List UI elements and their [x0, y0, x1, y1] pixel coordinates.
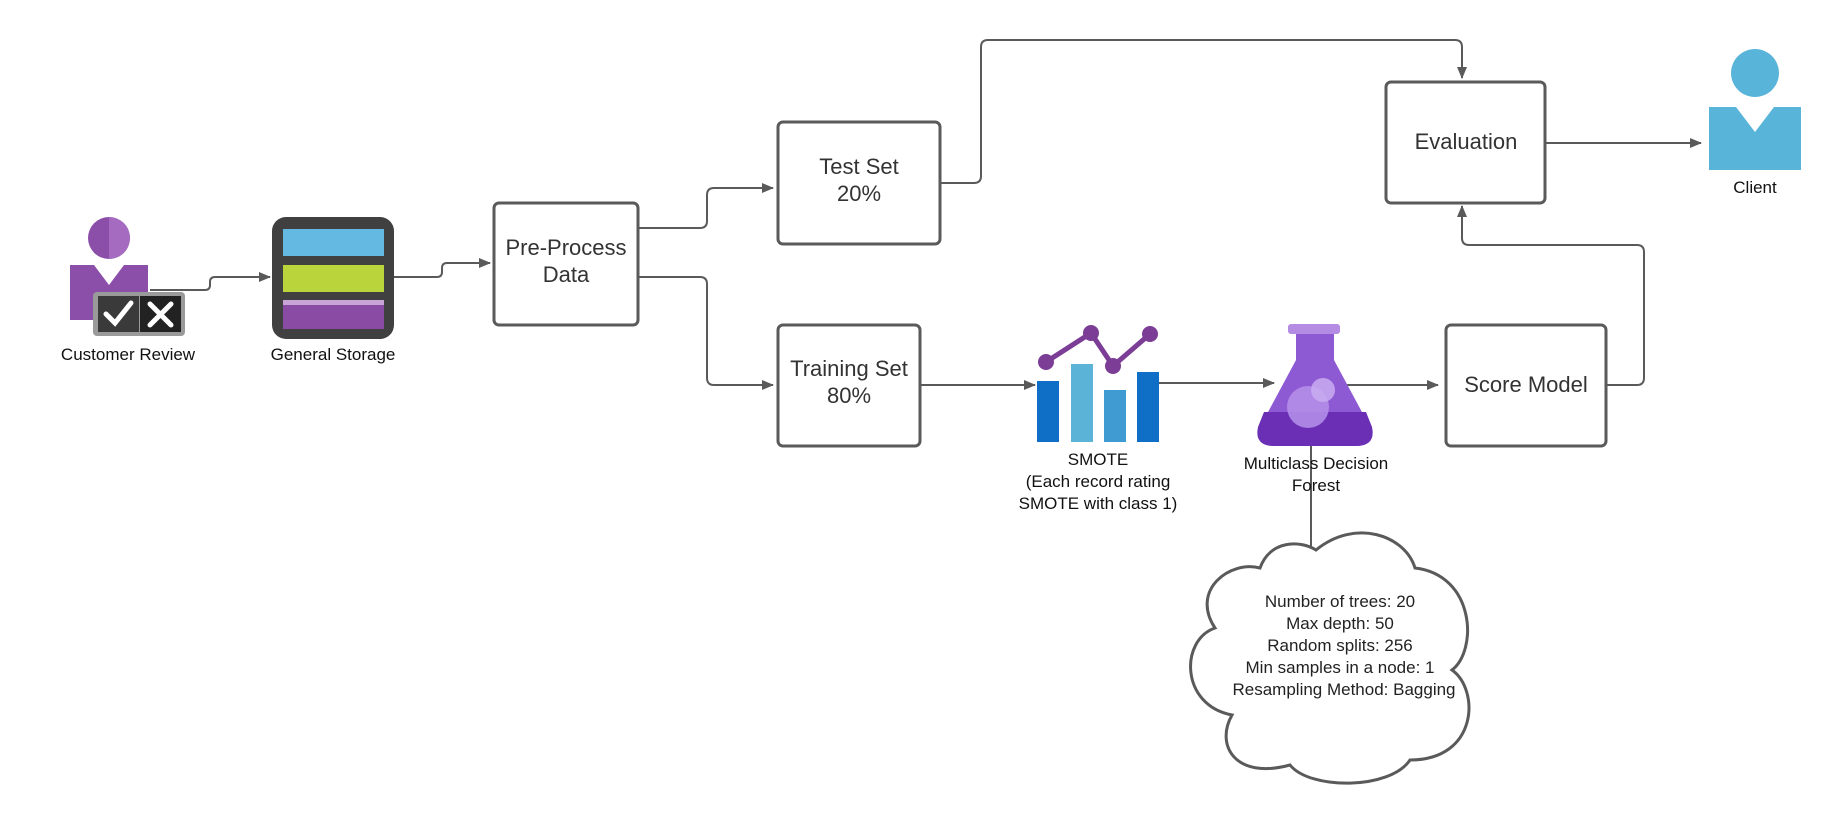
preprocess-label-line1: Pre-Process — [505, 235, 626, 260]
general-storage-node: General Storage — [271, 217, 396, 364]
cloud-shape — [1189, 531, 1471, 785]
edges — [150, 39, 1702, 548]
evaluation-box[interactable] — [1384, 80, 1547, 205]
training-set-box[interactable] — [776, 323, 922, 448]
score-model-label: Score Model — [1464, 372, 1588, 397]
evaluation-label: Evaluation — [1415, 129, 1518, 154]
training-set-label-line2: 80% — [827, 383, 871, 408]
test-set-label-line1: Test Set — [819, 154, 898, 179]
preprocess-box[interactable] — [492, 201, 640, 327]
edge-customer-to-storage — [150, 272, 271, 291]
client-label: Client — [1733, 178, 1777, 197]
param-depth: Max depth: 50 — [1286, 614, 1394, 633]
storage-icon — [272, 217, 394, 339]
param-trees: Number of trees: 20 — [1265, 592, 1415, 611]
smote-label-line2: (Each record rating — [1026, 472, 1171, 491]
param-splits: Random splits: 256 — [1267, 636, 1413, 655]
customer-review-node: Customer Review — [61, 217, 196, 364]
smote-node: SMOTE (Each record rating SMOTE with cla… — [1019, 325, 1178, 513]
preprocess-label-line2: Data — [543, 262, 590, 287]
edge-score-to-evaluation — [1457, 205, 1645, 386]
param-resampling: Resampling Method: Bagging — [1232, 680, 1455, 699]
customer-review-label: Customer Review — [61, 345, 196, 364]
param-min-samples: Min samples in a node: 1 — [1246, 658, 1435, 677]
training-set-label-line1: Training Set — [790, 356, 908, 381]
test-set-label-line2: 20% — [837, 181, 881, 206]
training-set-node[interactable]: Training Set 80% — [776, 323, 922, 448]
bar-line-chart-icon — [1037, 325, 1159, 442]
client-node: Client — [1709, 49, 1801, 197]
user-icon — [1709, 49, 1801, 170]
preprocess-node[interactable]: Pre-Process Data — [492, 201, 640, 327]
smote-label-line3: SMOTE with class 1) — [1019, 494, 1178, 513]
score-model-box[interactable] — [1444, 323, 1608, 448]
edge-preprocess-to-training — [638, 276, 774, 390]
score-model-node[interactable]: Score Model — [1444, 323, 1608, 448]
forest-node: Multiclass Decision Forest — [1244, 324, 1389, 495]
forest-label-line2: Forest — [1292, 476, 1340, 495]
evaluation-node[interactable]: Evaluation — [1384, 80, 1547, 205]
test-set-box[interactable] — [776, 120, 942, 246]
user-review-icon — [70, 217, 185, 336]
edge-storage-to-preprocess — [394, 258, 491, 278]
parameters-cloud: Number of trees: 20 Max depth: 50 Random… — [1189, 531, 1471, 785]
forest-label-line1: Multiclass Decision — [1244, 454, 1389, 473]
edge-preprocess-to-test — [638, 183, 774, 229]
edge-test-to-evaluation — [940, 39, 1467, 184]
smote-label-line1: SMOTE — [1068, 450, 1128, 469]
general-storage-label: General Storage — [271, 345, 396, 364]
flask-icon — [1257, 324, 1373, 446]
test-set-node[interactable]: Test Set 20% — [776, 120, 942, 246]
